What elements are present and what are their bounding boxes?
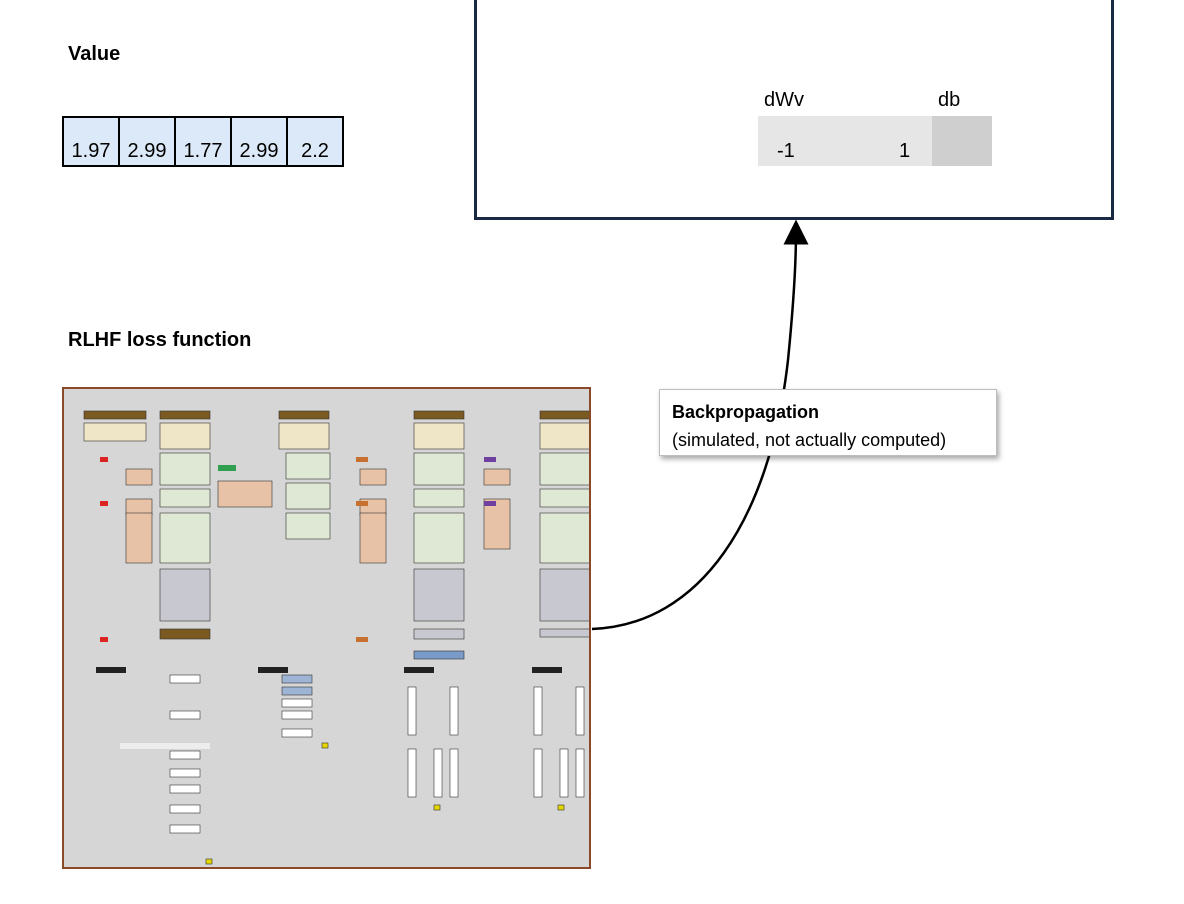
value-cell[interactable]: 1.97 [62,116,120,167]
gradient-panel [474,0,1114,220]
value-cell[interactable]: 2.99 [230,116,288,167]
value-heading: Value [68,43,121,65]
value-cell[interactable]: 1.77 [174,116,232,167]
spreadsheet-miniature [83,410,589,865]
dwv-value[interactable]: -1 [777,140,795,162]
value-table: 1.97 2.99 1.77 2.99 2.2 [62,116,344,167]
db-cell[interactable] [932,116,992,166]
value-cell[interactable]: 2.99 [118,116,176,167]
dwv-label: dWv [764,89,804,111]
callout-title: Backpropagation [672,402,820,422]
db-label: db [938,89,961,111]
loss-function-thumbnail[interactable] [62,387,591,869]
loss-heading: RLHF loss function [68,329,252,351]
value-row: 1.97 2.99 1.77 2.99 2.2 [62,116,344,167]
value-cell[interactable]: 2.2 [286,116,344,167]
dwv-cells: -1 1 [758,116,932,166]
callout-subtitle: (simulated, not actually computed) [672,430,947,450]
dwv-value[interactable]: 1 [899,140,911,162]
backpropagation-callout: Backpropagation (simulated, not actually… [659,389,997,456]
